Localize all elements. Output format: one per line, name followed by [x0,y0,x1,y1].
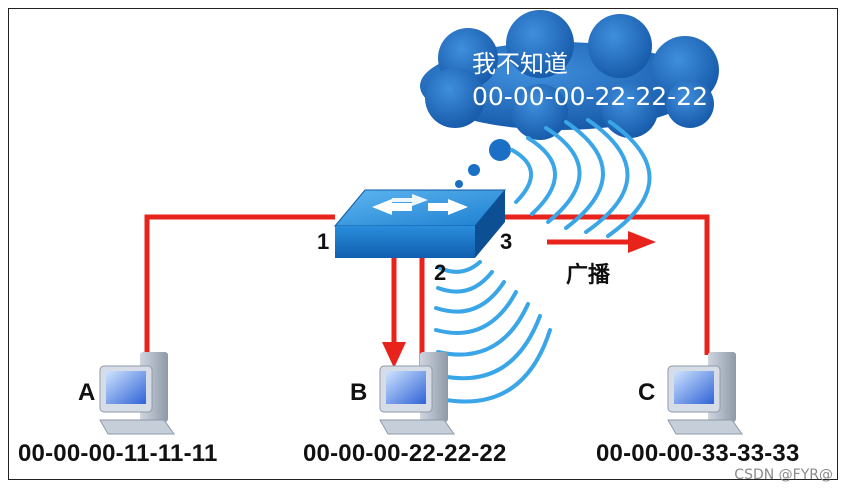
signal-waves-port2 [434,260,552,404]
computer-icon-B [379,352,455,435]
cloud-text-line2: 00-00-00-22-22-22 [472,82,708,111]
link-port1-to-A [144,214,335,355]
switch-icon [333,189,507,258]
host-mac-A: 00-00-00-11-11-11 [18,440,218,467]
arrow-down-to-B [382,258,406,368]
watermark: CSDN @FYR@ [734,467,833,483]
port-label-2: 2 [434,260,447,285]
cloud-text-line1: 我不知道 [472,50,568,78]
cloud-bubble [420,10,719,199]
host-letter-C: C [638,379,656,406]
host-letter-A: A [78,379,96,406]
arrow-broadcast-right [547,231,656,253]
broadcast-label: 广播 [566,262,611,287]
signal-waves-port3 [510,118,652,238]
port-label-1: 1 [317,229,330,254]
host-mac-B: 00-00-00-22-22-22 [303,440,507,467]
host-mac-C: 00-00-00-33-33-33 [596,440,800,467]
computer-icon-A [99,352,175,435]
link-port3-to-C [505,214,710,355]
port-label-3: 3 [500,229,513,254]
host-letter-B: B [350,379,368,406]
computer-icon-C [667,352,743,435]
